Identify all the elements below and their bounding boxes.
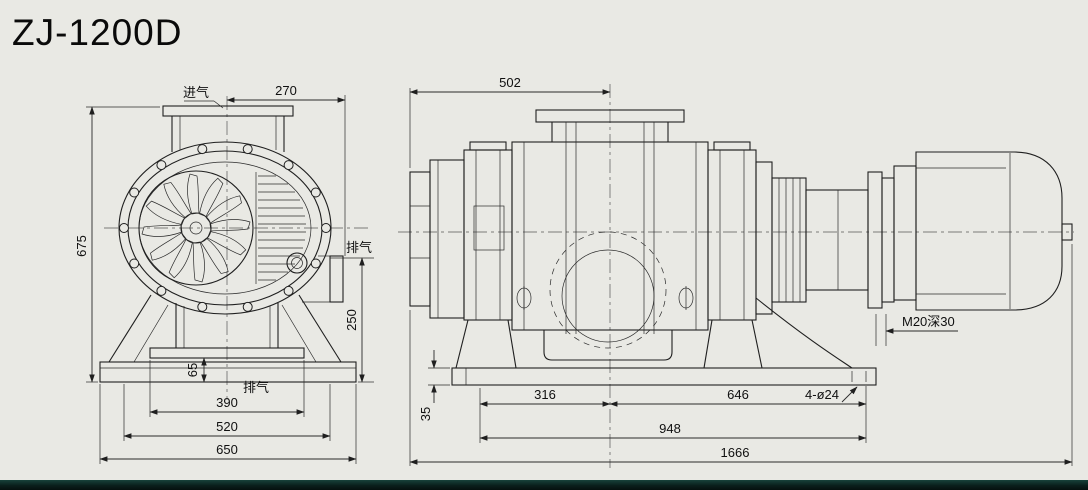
dim-250-text: 250: [344, 309, 359, 331]
dim-35-text: 35: [418, 407, 433, 421]
intake-label: 进气: [183, 85, 209, 100]
cooling-fins: [255, 172, 306, 284]
dim-520-text: 520: [216, 419, 238, 434]
side-view: 502: [398, 75, 1074, 468]
dim-250: 250: [330, 257, 374, 383]
dim-675: 675: [74, 106, 160, 383]
coupling-housing: [805, 189, 869, 291]
dim-35: 35: [418, 350, 450, 421]
footer-bar: [0, 480, 1088, 490]
dim-270: 270: [226, 83, 346, 256]
left-end-cover: [409, 159, 465, 319]
rotor-circle-hidden: [549, 231, 667, 349]
thread-annotation: M20深30: [875, 314, 958, 346]
exhaust-bottom-label: 排气: [243, 380, 269, 395]
dim-948-text: 948: [659, 421, 681, 436]
dim-65-text: 65: [185, 363, 200, 377]
sight-circle: [561, 249, 655, 343]
dim-390-text: 390: [216, 395, 238, 410]
intake-duct-front: [162, 105, 294, 152]
motor-flange: [867, 171, 895, 309]
dim-316: 316: [479, 387, 611, 443]
drain-boss: [286, 252, 308, 274]
front-view: 进气 270 675 排气 250 65 排气: [74, 83, 374, 464]
hole-annotation: 4-ø24: [805, 386, 858, 403]
exhaust-duct-bottom: [149, 303, 305, 359]
dim-502-text: 502: [499, 75, 521, 90]
dim-646-text: 646: [727, 387, 749, 402]
dim-948: 948: [479, 421, 867, 441]
gearbox: [755, 161, 807, 315]
dim-520: 520: [123, 384, 331, 441]
dim-650-text: 650: [216, 442, 238, 457]
dim-675-text: 675: [74, 235, 89, 257]
dim-316-text: 316: [534, 387, 556, 402]
dim-65: 65: [185, 357, 207, 383]
exhaust-port-side-front: [302, 255, 344, 303]
base-plate-side: [451, 367, 877, 386]
dim-502: 502: [409, 75, 611, 168]
base-stand-front: [99, 294, 357, 383]
dim-1666-text: 1666: [721, 445, 750, 460]
pedestal-supports: [455, 286, 853, 369]
right-bearing-housing: [707, 141, 757, 321]
dim-646: 646: [609, 386, 867, 443]
left-bearing-housing: [463, 141, 513, 321]
hole-note-text: 4-ø24: [805, 387, 839, 402]
dim-270-text: 270: [275, 83, 297, 98]
dim-1666: 1666: [409, 244, 1073, 466]
dim-390: 390: [149, 360, 305, 417]
flange-bolts: [119, 144, 331, 312]
drawing-title: ZJ-1200D: [12, 12, 183, 53]
impeller-fan: [138, 170, 254, 286]
exhaust-side-label: 排气: [346, 240, 372, 255]
motor: [893, 151, 1073, 311]
thread-note-text: M20深30: [902, 314, 955, 329]
oil-sump: [543, 330, 673, 361]
centerlines-front: [104, 96, 372, 400]
dim-650: 650: [99, 384, 357, 464]
